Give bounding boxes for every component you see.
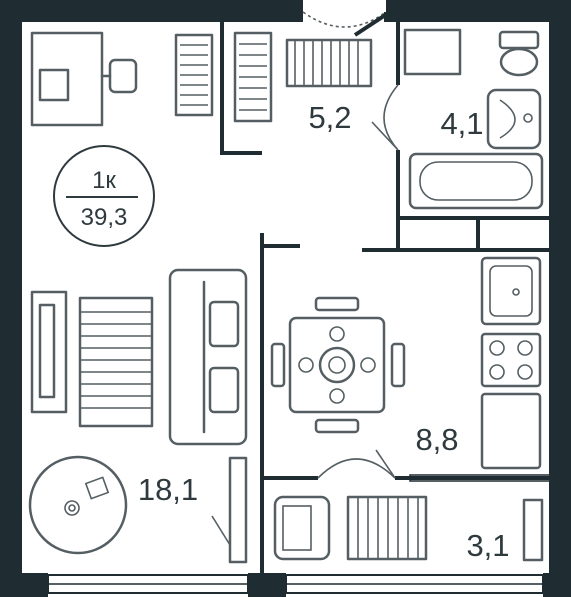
washing-machine [403, 28, 462, 76]
sink [486, 88, 542, 150]
wardrobe-1 [174, 33, 214, 117]
apartment-total-area: 39,3 [81, 204, 128, 231]
room-area-hallway: 5,2 [308, 100, 351, 135]
room-area-living: 18,1 [138, 472, 198, 507]
balcony-shelf [522, 498, 544, 562]
living-rug [78, 296, 154, 428]
dining-table [270, 296, 406, 434]
interior-walls [220, 10, 551, 573]
door-arcs [317, 84, 399, 479]
desk-workstation [30, 31, 138, 127]
hallway-rug [285, 38, 373, 88]
room-area-kitchen: 8,8 [415, 422, 458, 457]
round-rug [28, 455, 128, 555]
floor-lamp [211, 456, 248, 564]
room-area-balcony: 3,1 [466, 528, 509, 563]
tv-unit [30, 290, 68, 414]
kitchen-sink [480, 256, 542, 326]
apartment-badge: 1к 39,3 [53, 145, 155, 247]
toilet [498, 30, 540, 77]
wardrobe-2 [233, 31, 273, 123]
balcony-rug [346, 495, 428, 561]
entrance-door [302, 11, 387, 28]
balcony-armchair [273, 495, 331, 561]
refrigerator [480, 392, 542, 470]
bathtub [408, 152, 544, 210]
apartment-type: 1к [92, 167, 116, 194]
stove [480, 332, 542, 388]
sofa [168, 268, 248, 446]
room-area-bathroom: 4,1 [440, 106, 483, 141]
